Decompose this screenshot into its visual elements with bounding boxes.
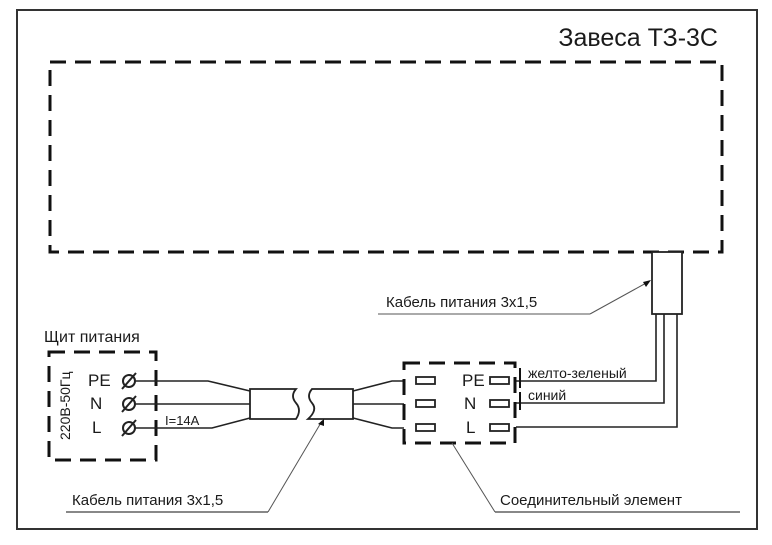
power-panel-voltage: 220В-50Гц bbox=[57, 371, 73, 440]
terminal-icon bbox=[415, 376, 436, 385]
panel-terminal-l: L bbox=[92, 418, 101, 437]
cable-segment-right bbox=[305, 388, 354, 420]
diagram-title: Завеса ТЗ-3С bbox=[558, 24, 718, 52]
terminal-icon bbox=[489, 376, 510, 385]
left-cable-label: Кабель питания 3х1,5 bbox=[72, 492, 223, 509]
power-panel-outline bbox=[47, 350, 158, 462]
wire-l-right bbox=[516, 314, 678, 428]
left-cable-leader bbox=[267, 420, 323, 513]
panel-terminal-n: N bbox=[90, 394, 102, 413]
terminal-icon bbox=[415, 423, 436, 432]
wire-pe-mid bbox=[352, 380, 404, 392]
connector-terminals-left bbox=[415, 376, 436, 432]
connector-label: Соединительный элемент bbox=[500, 492, 682, 509]
top-cable-leader bbox=[589, 281, 649, 315]
connector-terminals-right bbox=[489, 376, 510, 432]
cable-segment-left bbox=[249, 388, 300, 420]
connector-leader bbox=[451, 442, 496, 513]
wire-l-mid bbox=[352, 417, 404, 429]
connector-outline bbox=[402, 361, 517, 445]
panel-screw-terminals bbox=[121, 372, 137, 437]
power-panel-label: Щит питания bbox=[44, 329, 140, 346]
wire-pe-right bbox=[516, 314, 657, 382]
terminal-icon bbox=[489, 399, 510, 408]
air-curtain-outline bbox=[48, 60, 724, 254]
connector-terminal-n: N bbox=[464, 394, 476, 413]
terminal-icon bbox=[489, 423, 510, 432]
wire-l-left bbox=[135, 417, 251, 429]
connector-terminal-l: L bbox=[466, 418, 475, 437]
wire-pe-left bbox=[135, 380, 251, 392]
wire-color-n: синий bbox=[528, 387, 566, 403]
wire-n-right bbox=[516, 314, 665, 404]
terminal-icon bbox=[415, 399, 436, 408]
left-cable-arrow-icon bbox=[318, 419, 324, 426]
current-rating: I=14A bbox=[165, 413, 200, 428]
connector-terminal-pe: PE bbox=[462, 371, 485, 390]
top-cable-label: Кабель питания 3х1,5 bbox=[386, 294, 537, 311]
panel-terminal-pe: PE bbox=[88, 371, 111, 390]
cable-gland bbox=[651, 251, 683, 315]
top-cable-arrow-icon bbox=[643, 280, 651, 287]
drawing-frame bbox=[16, 9, 758, 530]
wire-color-pe: желто-зеленый bbox=[528, 365, 627, 381]
